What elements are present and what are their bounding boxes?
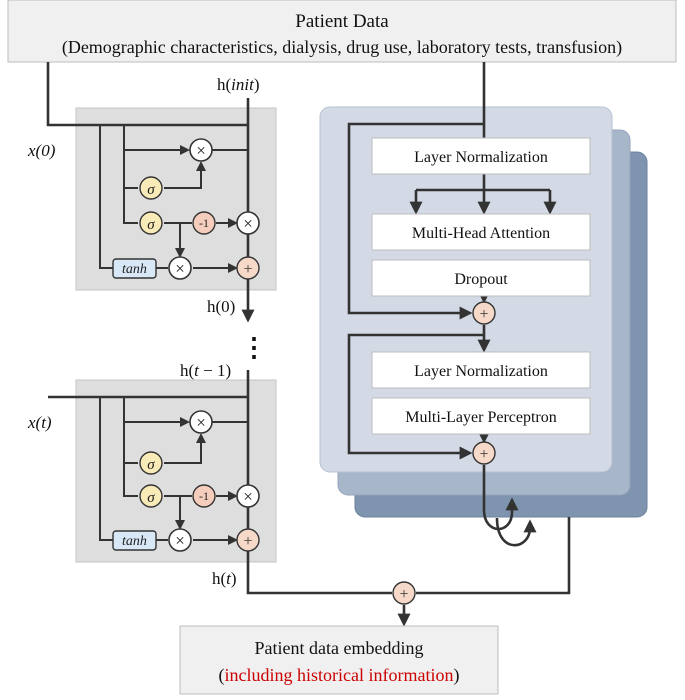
- cellt-sigma2-path: [123, 397, 138, 497]
- cell0-candidate-multiply: [168, 256, 192, 280]
- mlp-label: Multi-Layer Perceptron: [405, 409, 557, 426]
- layer-norm-2-block: [371, 351, 591, 389]
- cellt-sigma-1-label: σ: [147, 457, 155, 473]
- cellt-sigma-2: [139, 484, 163, 508]
- dropout-block: [371, 259, 591, 297]
- cell0-sigma-1-label: σ: [147, 182, 155, 198]
- cell0-sigma1-out: [164, 161, 206, 189]
- cellt-tanh-path: [99, 397, 113, 541]
- cellt-candidate-multiply: [168, 528, 192, 552]
- cell0-reset-multiply-symbol: ×: [196, 141, 206, 160]
- hidden-t-label: h(t): [212, 569, 237, 588]
- cell0-sigma-2-label: σ: [147, 217, 155, 233]
- cellt-output-add-symbol: +: [243, 533, 252, 550]
- cell0-candidate-multiply-symbol: ×: [175, 259, 185, 278]
- cellt-update-multiply: [236, 484, 260, 508]
- cellt-sigma-2-label: σ: [147, 490, 155, 506]
- cellt-reset-multiply-symbol: ×: [196, 413, 206, 432]
- embedding-title: Patient data embedding: [255, 638, 424, 658]
- dropout-label: Dropout: [454, 271, 508, 288]
- cellt-sigma1-out: [164, 433, 206, 464]
- cell0-negate-label: -1: [199, 216, 209, 230]
- embedding-subtitle: (including historical information): [219, 665, 460, 686]
- layer-norm-1-block: [371, 137, 591, 175]
- cell0-reset-multiply: [189, 138, 213, 162]
- residual-wire-2: [347, 333, 484, 460]
- cell0-output-add-symbol: +: [243, 261, 252, 278]
- patient-data-title: Patient Data: [295, 11, 389, 32]
- cellt-tanh: [112, 530, 157, 551]
- hidden-t-wire: [246, 540, 392, 595]
- patient-data-box: [7, 0, 677, 63]
- residual-add-2-symbol: +: [479, 446, 488, 463]
- layer-norm-2-label: Layer Normalization: [414, 363, 548, 380]
- residual-add-2: [472, 441, 496, 465]
- cellt-negate-label: -1: [199, 489, 209, 503]
- input-x0-label: x(0): [27, 141, 56, 160]
- cell0-sigma-2: [139, 211, 163, 235]
- hidden-prev-label: h(t − 1): [180, 361, 231, 380]
- cell0-sigma-1: [139, 176, 163, 200]
- residual-wire-1: [347, 122, 484, 320]
- cell0-tanh: [112, 258, 157, 279]
- cell0-tanh-label: tanh: [122, 262, 147, 277]
- patient-data-subtitle: (Demographic characteristics, dialysis, …: [62, 37, 622, 58]
- cell0-negate: [192, 211, 216, 235]
- embedding-paren-open: (: [219, 665, 225, 686]
- cell0-update-multiply: [236, 211, 260, 235]
- transformer-output-wire: [416, 517, 571, 595]
- hidden-0-label: h(0): [207, 297, 235, 316]
- cellt-tanh-label: tanh: [122, 534, 147, 549]
- residual-add-1-symbol: +: [479, 306, 488, 323]
- cellt-reset-multiply: [189, 410, 213, 434]
- attention-block: [371, 213, 591, 251]
- residual-add-1: [472, 301, 496, 325]
- loop-arrow-outer: [495, 517, 537, 547]
- input-x0-wire: [46, 62, 248, 127]
- embedding-paren-close: ): [453, 665, 459, 686]
- cellt-output-add: [236, 528, 260, 552]
- cell0-update-multiply-symbol: ×: [243, 214, 253, 233]
- cellt-candidate-multiply-symbol: ×: [175, 531, 185, 550]
- attention-label: Multi-Head Attention: [412, 225, 550, 242]
- input-xt-label: x(t): [27, 413, 52, 432]
- cellt-update-multiply-symbol: ×: [243, 487, 253, 506]
- combine-add: [392, 581, 416, 605]
- cell0-sigma2-path: [123, 125, 138, 224]
- cell0-tanh-path: [99, 125, 113, 269]
- combine-add-symbol: +: [399, 586, 408, 603]
- cellt-sigma-1: [139, 451, 163, 475]
- mlp-block: [371, 397, 591, 435]
- hidden-init-label: h(init): [217, 75, 260, 94]
- embedding-highlight: including historical information: [225, 665, 454, 685]
- cell0-output-add: [236, 256, 260, 280]
- ellipsis-dots: ⋮: [241, 333, 267, 362]
- cellt-negate: [192, 484, 216, 508]
- embedding-box: [179, 625, 499, 695]
- layer-norm-1-label: Layer Normalization: [414, 149, 548, 166]
